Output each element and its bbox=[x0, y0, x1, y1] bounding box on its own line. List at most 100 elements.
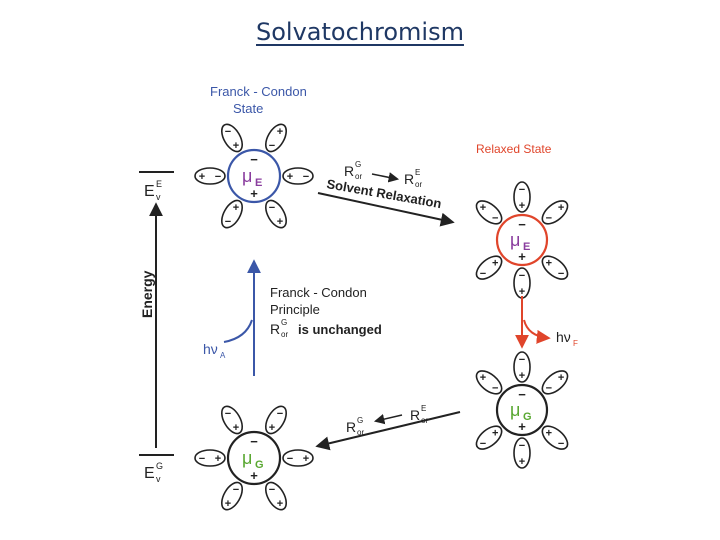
svg-text:−: − bbox=[546, 213, 552, 225]
solute-plus: + bbox=[518, 419, 526, 434]
svg-text:+: + bbox=[558, 202, 564, 214]
svg-text:G: G bbox=[357, 416, 363, 425]
svg-text:−: − bbox=[492, 213, 498, 225]
svg-text:+: + bbox=[558, 372, 564, 384]
svg-text:hν: hν bbox=[556, 329, 571, 345]
solute-plus: + bbox=[250, 468, 258, 483]
ground-energy-label: E G v bbox=[144, 461, 163, 484]
dipole-moment-label: μ bbox=[510, 400, 520, 420]
svg-text:R: R bbox=[410, 407, 420, 423]
solvent-dipole: −+ bbox=[220, 481, 244, 511]
svg-text:A: A bbox=[220, 351, 226, 360]
svg-text:+: + bbox=[225, 498, 231, 510]
svg-text:−: − bbox=[269, 484, 275, 496]
svg-text:−: − bbox=[287, 453, 293, 465]
svg-text:or: or bbox=[281, 330, 288, 339]
solvent-dipole: −+ bbox=[264, 123, 288, 153]
svg-text:+: + bbox=[546, 257, 552, 269]
solvent-dipole: −+ bbox=[475, 200, 503, 225]
svg-text:hν: hν bbox=[203, 341, 218, 357]
fc-principle-line3: R G or is unchanged bbox=[270, 318, 382, 339]
r-or-e-label-top: R E or bbox=[404, 168, 422, 189]
solvent-dipole: +− bbox=[541, 425, 569, 450]
solvent-dipole: −+ bbox=[264, 481, 288, 511]
svg-text:−: − bbox=[519, 270, 525, 282]
svg-text:−: − bbox=[233, 484, 239, 496]
svg-text:+: + bbox=[519, 370, 525, 382]
solute-plus: + bbox=[250, 186, 258, 201]
svg-text:+: + bbox=[233, 422, 239, 434]
svg-text:−: − bbox=[546, 383, 552, 395]
solvent-dipole: +− bbox=[475, 255, 503, 280]
svg-text:+: + bbox=[519, 286, 525, 298]
solute-minus: − bbox=[518, 217, 526, 232]
r-or-e-label-bottom: R E or bbox=[410, 404, 428, 425]
svg-text:G: G bbox=[355, 160, 361, 169]
svg-text:−: − bbox=[225, 408, 231, 420]
svg-text:−: − bbox=[303, 171, 309, 183]
svg-text:or: or bbox=[357, 428, 364, 437]
dipole-moment-subscript: E bbox=[255, 177, 262, 189]
svg-text:+: + bbox=[287, 171, 293, 183]
svg-text:−: − bbox=[480, 268, 486, 280]
energy-axis-label: Energy bbox=[139, 270, 155, 318]
svg-text:or: or bbox=[355, 172, 362, 181]
svg-text:+: + bbox=[215, 453, 221, 465]
dipole-moment-label: μ bbox=[510, 230, 520, 250]
solvent-dipole: +− bbox=[475, 425, 503, 450]
solvent-dipole: −+ bbox=[513, 267, 531, 299]
svg-text:−: − bbox=[269, 202, 275, 214]
relaxed-state-label: Relaxed State bbox=[476, 142, 552, 156]
solvent-dipole: +− bbox=[513, 351, 531, 383]
r-transition-arrow-bottom bbox=[373, 413, 403, 425]
solvent-relaxation-label: Solvent Relaxation bbox=[325, 176, 442, 211]
solvent-dipole: +− bbox=[541, 255, 569, 280]
solvent-dipole: +− bbox=[194, 449, 226, 467]
svg-text:R: R bbox=[270, 321, 280, 337]
return-annotation: R G or R E or bbox=[315, 404, 461, 451]
svg-text:E: E bbox=[421, 404, 426, 413]
svg-text:or: or bbox=[421, 416, 428, 425]
solvent-dipole: −+ bbox=[541, 200, 569, 225]
svg-text:+: + bbox=[492, 257, 498, 269]
solute-cavity bbox=[495, 213, 549, 267]
dipole-moment-subscript: G bbox=[523, 411, 532, 423]
svg-text:+: + bbox=[480, 202, 486, 214]
svg-text:+: + bbox=[492, 427, 498, 439]
svg-text:+: + bbox=[519, 456, 525, 468]
dipole-moment-label: μ bbox=[242, 166, 252, 186]
dipole-moment-subscript: E bbox=[523, 241, 530, 253]
svg-text:G: G bbox=[281, 318, 287, 327]
solvent-dipole: +− bbox=[513, 181, 531, 213]
r-or-g-label-top: R G or bbox=[344, 160, 362, 181]
fc-state-label-line1: Franck - Condon bbox=[210, 84, 307, 99]
svg-text:+: + bbox=[277, 126, 283, 138]
return-arrow bbox=[315, 411, 461, 451]
emission-photon-curve bbox=[523, 319, 551, 344]
solute-minus: − bbox=[518, 387, 526, 402]
hv-f-label: hν F bbox=[556, 329, 578, 348]
svg-text:or: or bbox=[415, 180, 422, 189]
solvent-dipole: −+ bbox=[513, 437, 531, 469]
dipole-moment-label: μ bbox=[242, 448, 252, 468]
absorption-annotation: hν A Franck - Condon Principle R G or is… bbox=[203, 259, 382, 376]
svg-text:R: R bbox=[344, 163, 354, 179]
svg-text:+: + bbox=[303, 453, 309, 465]
svg-text:−: − bbox=[225, 216, 231, 228]
svg-text:+: + bbox=[480, 372, 486, 384]
solvent-dipole: −+ bbox=[194, 167, 226, 185]
svg-text:−: − bbox=[558, 268, 564, 280]
solvent-dipole: +− bbox=[220, 405, 244, 435]
fc-principle-line1: Franck - Condon bbox=[270, 285, 367, 300]
solvent-dipole: +− bbox=[282, 167, 314, 185]
fc-state-label-line2: State bbox=[233, 101, 263, 116]
svg-text:F: F bbox=[573, 339, 578, 348]
r-or-g-label-bottom: R G or bbox=[346, 416, 364, 437]
svg-text:−: − bbox=[277, 408, 283, 420]
svg-text:E: E bbox=[156, 179, 162, 189]
r-transition-arrow-top bbox=[371, 172, 400, 183]
svg-text:R: R bbox=[346, 419, 356, 435]
fc-principle-line2: Principle bbox=[270, 302, 320, 317]
svg-text:v: v bbox=[156, 192, 161, 202]
